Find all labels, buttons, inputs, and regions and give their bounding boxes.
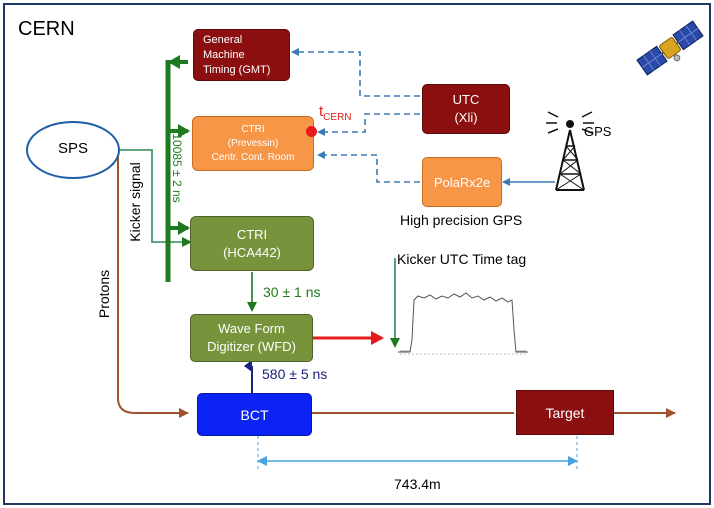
node-ctri-hca442-line-1: CTRI — [236, 226, 268, 242]
node-ctri-prevessin-line-2: (Prevessin) — [227, 137, 279, 149]
link-polarx2e-to-ctri-prevessin — [317, 151, 420, 183]
node-ctri-prevessin: CTRI (Prevessin) Centr. Cont. Room — [192, 116, 314, 171]
distance-label: 743.4m — [394, 476, 441, 492]
protons-label: Protons — [96, 269, 112, 319]
node-gmt-line-2: Machine — [203, 48, 245, 61]
delay-kicker-label: 10085 ± 2 ns — [170, 133, 184, 203]
link-utc-to-ctri-prevessin — [317, 113, 420, 136]
node-wfd-line-2: Digitizer (WFD) — [207, 339, 296, 354]
kicker-signal-label: Kicker signal — [127, 162, 143, 242]
kicker-utc-time-tag-label: Kicker UTC Time tag — [397, 251, 527, 267]
satellite-icon — [636, 20, 704, 76]
waveform-trace-icon — [398, 292, 528, 355]
node-wfd-line-1: Wave Form — [218, 321, 285, 336]
node-polarx2e: PolaRx2e — [422, 157, 502, 207]
link-sps-kicker-to-ctri — [118, 149, 192, 247]
node-gmt-line-3: Timing (GMT) — [203, 63, 271, 76]
gps-label: GPS — [584, 124, 612, 139]
node-utc-line-1: UTC — [452, 92, 480, 107]
node-ctri-prevessin-line-3: Centr. Cont. Room — [211, 151, 295, 163]
node-wfd: Wave Form Digitizer (WFD) — [190, 314, 313, 362]
node-bct: BCT — [197, 393, 312, 436]
node-sps-shape — [26, 121, 120, 179]
node-gmt: General Machine Timing (GMT) — [193, 29, 290, 81]
node-ctri-hca442: CTRI (HCA442) — [190, 216, 314, 271]
node-sps-label: SPS — [57, 140, 88, 157]
node-gmt-line-1: General — [203, 33, 243, 46]
beam-path-sps-to-bct — [117, 150, 189, 418]
node-ctri-prevessin-line-1: CTRI — [241, 123, 265, 135]
t-cern-marker-dot — [306, 126, 317, 137]
gps-antenna-tower-icon — [546, 111, 594, 191]
node-target: Target — [516, 390, 614, 435]
high-precision-gps-label: High precision GPS — [400, 212, 523, 228]
frame-title: CERN — [18, 18, 75, 40]
node-utc-line-2: (Xli) — [454, 110, 478, 125]
t-cern-label: tCERN — [319, 103, 352, 123]
node-utc: UTC (Xli) — [422, 84, 510, 134]
t-cern-subscript: CERN — [323, 112, 352, 123]
link-utc-to-gmt — [291, 48, 420, 97]
delay-ctri-wfd-label: 30 ± 1 ns — [263, 284, 321, 300]
node-ctri-hca442-line-2: (HCA442) — [223, 244, 281, 260]
delay-bct-wfd-label: 580 ± 5 ns — [262, 366, 328, 382]
